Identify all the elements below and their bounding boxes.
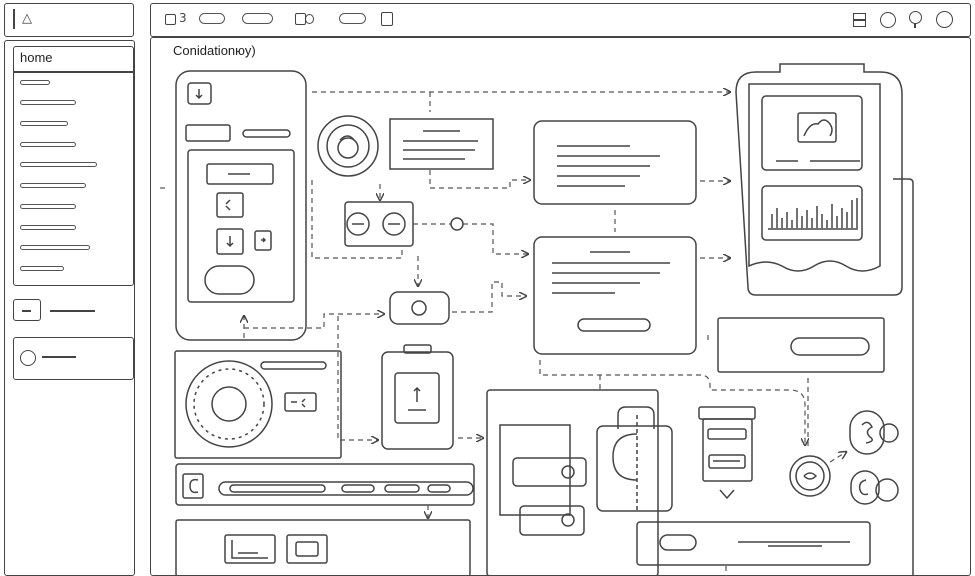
nav-divider: [13, 71, 134, 73]
search-bar-panel[interactable]: [175, 463, 475, 506]
connector: [452, 281, 526, 313]
pill-panel[interactable]: [717, 317, 885, 373]
dial-label-bar: [260, 361, 327, 370]
device-card[interactable]: [381, 344, 454, 450]
canvas-title: Conidationюу): [173, 43, 256, 58]
triangle-icon[interactable]: △: [22, 11, 32, 26]
connector: [429, 170, 530, 189]
connector-block[interactable]: [519, 505, 585, 536]
nav-item[interactable]: [20, 183, 86, 188]
clock-icon[interactable]: [880, 12, 896, 28]
search-chip[interactable]: [341, 484, 375, 493]
widget-line: [42, 356, 76, 358]
dial-panel[interactable]: [174, 350, 342, 459]
phone-card-btn[interactable]: [216, 228, 244, 255]
document-card-button[interactable]: [577, 318, 651, 332]
phone-mockup[interactable]: [175, 70, 307, 341]
connector: [539, 360, 805, 445]
loop-icon[interactable]: [850, 470, 899, 505]
reader-device[interactable]: [698, 406, 756, 500]
sidebar-header: [4, 3, 134, 37]
text-card: [389, 118, 494, 170]
panel-layout-divider: [853, 19, 865, 21]
nav-title[interactable]: home: [20, 50, 53, 65]
toolbar-pill[interactable]: [339, 13, 366, 24]
document-card-2[interactable]: [533, 236, 697, 355]
status-bar[interactable]: [636, 521, 871, 566]
sidebar-handle: [13, 9, 15, 29]
tablet-chart-card: [761, 185, 863, 241]
dial-value-box[interactable]: [284, 392, 317, 412]
square-tool-icon[interactable]: [165, 14, 176, 25]
connector: [244, 314, 384, 329]
widget-line: [50, 310, 95, 312]
page-tool-icon[interactable]: [381, 12, 393, 26]
phone-card-header: [206, 163, 274, 185]
junction-node: [450, 217, 464, 231]
connector: [311, 180, 403, 259]
compass-icon[interactable]: [936, 11, 953, 28]
nav-item[interactable]: [20, 80, 50, 85]
connector-group: [486, 389, 659, 576]
nav-item[interactable]: [20, 162, 97, 167]
status-pill[interactable]: [659, 534, 697, 551]
location-pin-stem: [914, 23, 916, 28]
target-icon[interactable]: [317, 115, 379, 177]
chart-tool-icon[interactable]: [224, 534, 276, 564]
connector: [829, 452, 846, 463]
media-tool-circle: [305, 14, 314, 24]
ring-node[interactable]: [789, 455, 831, 497]
location-pin-icon[interactable]: [909, 11, 922, 24]
toolbar: [150, 3, 971, 37]
nav-item[interactable]: [20, 100, 76, 105]
phone-card: [187, 149, 295, 303]
text-tool-icon[interactable]: 3: [179, 11, 187, 25]
toolbar-pill[interactable]: [199, 13, 225, 24]
bottom-tool-panel[interactable]: [175, 519, 471, 576]
tablet-image-card: [761, 95, 863, 171]
search-icon-box[interactable]: [182, 473, 204, 499]
nav-item[interactable]: [20, 266, 64, 271]
connector: [337, 316, 378, 440]
camera-tool-icon[interactable]: [286, 534, 328, 564]
connectors: [160, 92, 846, 576]
phone-back-button[interactable]: [187, 82, 212, 105]
search-chip[interactable]: [427, 484, 451, 493]
tablet-mockup[interactable]: [735, 63, 903, 296]
minus-icon: [22, 310, 31, 312]
nav-item[interactable]: [20, 225, 76, 230]
document-card-1[interactable]: [533, 120, 697, 205]
image-icon: [797, 112, 837, 143]
nav-item[interactable]: [20, 204, 76, 209]
phone-field[interactable]: [185, 124, 231, 142]
pill-button[interactable]: [790, 337, 870, 356]
switch-module[interactable]: [344, 201, 414, 247]
status-icon[interactable]: [20, 350, 36, 366]
side-frame: [893, 178, 914, 575]
link-icon[interactable]: [849, 410, 899, 455]
plug-device[interactable]: [596, 406, 673, 512]
search-chip[interactable]: [384, 484, 420, 493]
phone-primary-button[interactable]: [204, 265, 255, 295]
nav-item[interactable]: [20, 245, 90, 250]
connector: [413, 223, 528, 254]
phone-field-bar: [242, 129, 291, 138]
camera-node[interactable]: [389, 291, 450, 325]
phone-card-btn[interactable]: [216, 192, 244, 218]
nav-item[interactable]: [20, 121, 68, 126]
toolbar-pill[interactable]: [242, 13, 273, 24]
search-input[interactable]: [229, 484, 326, 493]
connector-block[interactable]: [512, 457, 587, 487]
nav-item[interactable]: [20, 142, 76, 147]
phone-card-btn[interactable]: [254, 230, 272, 251]
